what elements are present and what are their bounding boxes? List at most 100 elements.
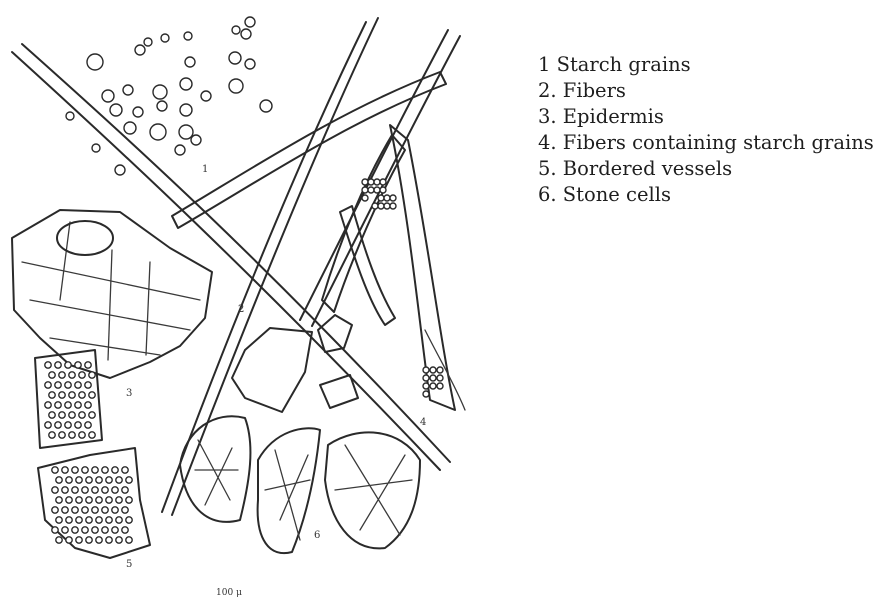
vessel-pit xyxy=(69,432,75,438)
starch-grain xyxy=(201,91,211,101)
starch-grain xyxy=(135,45,145,55)
starch-grain xyxy=(157,101,167,111)
vessel-pit xyxy=(116,477,122,483)
fiber-starch-grain xyxy=(378,195,384,201)
vessel-pit xyxy=(76,477,82,483)
vessel-pit xyxy=(59,372,65,378)
vessel-pit xyxy=(122,467,128,473)
fiber-starch-grain xyxy=(423,383,429,389)
vessel-pit xyxy=(86,477,92,483)
vessel-pit xyxy=(112,527,118,533)
vessel-pit xyxy=(92,467,98,473)
starch-grain xyxy=(124,122,136,134)
vessel-pit xyxy=(102,507,108,513)
vessel-pit xyxy=(75,422,81,428)
starch-grain xyxy=(92,144,100,152)
vessel-pit xyxy=(86,517,92,523)
vessel-pit xyxy=(106,477,112,483)
vessel-pit xyxy=(89,372,95,378)
fiber-starch-grain xyxy=(430,367,436,373)
vessel-pit xyxy=(75,382,81,388)
vessel-pit xyxy=(85,402,91,408)
vessel-pit xyxy=(79,412,85,418)
bordered-vessels-drawing xyxy=(35,350,150,558)
vessel-pit xyxy=(126,497,132,503)
vessel-pit xyxy=(72,527,78,533)
vessel-pit xyxy=(45,362,51,368)
legend-item-stone-cells: 6. Stone cells xyxy=(538,182,889,208)
vessel-pit xyxy=(49,392,55,398)
starch-grain xyxy=(66,112,74,120)
fiber-starch-grain xyxy=(368,179,374,185)
part-number-1: 1 xyxy=(202,164,208,175)
vessel-pit xyxy=(72,507,78,513)
vessel-pit xyxy=(85,382,91,388)
vessel-pit xyxy=(55,362,61,368)
vessel-pit xyxy=(122,507,128,513)
starch-grain xyxy=(184,32,192,40)
vessel-pit xyxy=(72,467,78,473)
vessel-pit xyxy=(62,527,68,533)
vessel-pit xyxy=(126,537,132,543)
vessel-pit xyxy=(75,402,81,408)
vessel-pit xyxy=(102,487,108,493)
vessel-pit xyxy=(79,392,85,398)
fiber-starch-grain xyxy=(390,203,396,209)
starch-grain xyxy=(185,57,195,67)
starch-grain xyxy=(144,38,152,46)
vessel-pit xyxy=(122,527,128,533)
vessel-pit xyxy=(92,487,98,493)
vessel-pit xyxy=(66,537,72,543)
vessel-pit xyxy=(102,527,108,533)
vessel-pit xyxy=(112,487,118,493)
fiber-starch-grain xyxy=(372,203,378,209)
fiber-starch-grain xyxy=(374,179,380,185)
vessel-pit xyxy=(55,422,61,428)
starch-grain xyxy=(245,17,255,27)
part-number-3: 3 xyxy=(126,388,132,399)
fiber-starch-grain xyxy=(374,187,380,193)
vessel-pit xyxy=(116,497,122,503)
vessel-pit xyxy=(62,487,68,493)
starch-grain xyxy=(150,124,166,140)
vessel-pit xyxy=(92,507,98,513)
vessel-pit xyxy=(62,467,68,473)
vessel-pit xyxy=(116,537,122,543)
vessel-pit xyxy=(45,382,51,388)
fiber-starch-grain xyxy=(430,375,436,381)
fiber-starch-grain xyxy=(437,383,443,389)
starch-grain xyxy=(87,54,103,70)
fiber-starch-grain xyxy=(423,391,429,397)
starch-grain xyxy=(133,107,143,117)
vessel-pit xyxy=(82,527,88,533)
fiber-starch-grain xyxy=(380,179,386,185)
starch-grain xyxy=(241,29,251,39)
starch-grain xyxy=(102,90,114,102)
vessel-pit xyxy=(52,467,58,473)
vessel-pit xyxy=(86,497,92,503)
part-number-6: 6 xyxy=(314,530,320,541)
legend-item-bordered-vessels: 5. Bordered vessels xyxy=(538,156,889,182)
vessel-pit xyxy=(82,507,88,513)
fiber-starch-grain xyxy=(362,187,368,193)
starch-grain xyxy=(110,104,122,116)
fragments-drawing xyxy=(232,315,358,412)
vessel-pit xyxy=(52,527,58,533)
epidermis-drawing xyxy=(12,210,212,378)
vessel-pit xyxy=(79,432,85,438)
vessel-pit xyxy=(72,487,78,493)
vessel-pit xyxy=(85,422,91,428)
starch-grains-drawing xyxy=(66,17,272,175)
vessel-pit xyxy=(59,412,65,418)
vessel-pit xyxy=(112,467,118,473)
vessel-pit xyxy=(69,412,75,418)
vessel-pit xyxy=(85,362,91,368)
vessel-pit xyxy=(55,402,61,408)
fiber-starch-grain xyxy=(384,195,390,201)
vessel-pit xyxy=(82,487,88,493)
starch-grain xyxy=(153,85,167,99)
vessel-pit xyxy=(49,432,55,438)
starch-grain xyxy=(229,79,243,93)
part-number-4: 4 xyxy=(420,417,426,428)
starch-grain xyxy=(161,34,169,42)
